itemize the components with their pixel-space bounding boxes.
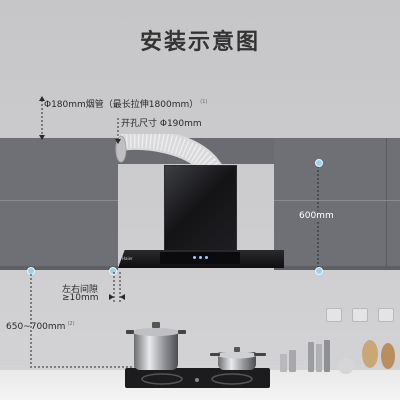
hood-button-1 [193, 256, 196, 259]
hood-button-2 [199, 256, 202, 259]
saucepan-lid [210, 347, 266, 359]
cabinet-shadow-right [274, 266, 400, 270]
gap-dimension [109, 272, 125, 302]
spice-jars [280, 340, 395, 374]
gap-label: 左右间隙 [62, 285, 99, 295]
left-upper-cabinet [0, 138, 118, 266]
marker-dot [315, 159, 323, 167]
mount-height-dimension [30, 274, 32, 366]
page-title: 安装示意图 [139, 30, 260, 55]
wall-outlet-icon [378, 308, 394, 322]
cabinet-shadow [0, 266, 118, 270]
hood-button-3 [205, 256, 208, 259]
pipe-height-dimension [39, 96, 45, 140]
wall-outlet-icon [352, 308, 368, 322]
wall-outlet-icon [326, 308, 342, 322]
hole-size-label: 开孔尺寸 Φ190mm [121, 119, 202, 129]
mount-height-label: 650~700mm(2) [6, 321, 75, 332]
mount-height-baseline [30, 366, 138, 368]
pipe-spec-label: Φ180mm烟管（最长拉伸1800mm）(1) [44, 99, 208, 110]
stove-burners [141, 373, 253, 385]
cabinet-height-label: 600mm [297, 211, 336, 221]
gas-stove-icon [125, 368, 270, 388]
stock-pot-icon [134, 330, 178, 370]
range-hood-chimney [164, 165, 237, 258]
gap-value: ≥10mm [62, 293, 99, 303]
hole-size-leader [115, 118, 121, 144]
marker-dot [109, 267, 117, 275]
right-upper-cabinet [274, 138, 400, 266]
stock-pot-lid [126, 322, 186, 336]
marker-dot [315, 267, 323, 275]
hood-brand: Haier [122, 256, 133, 261]
